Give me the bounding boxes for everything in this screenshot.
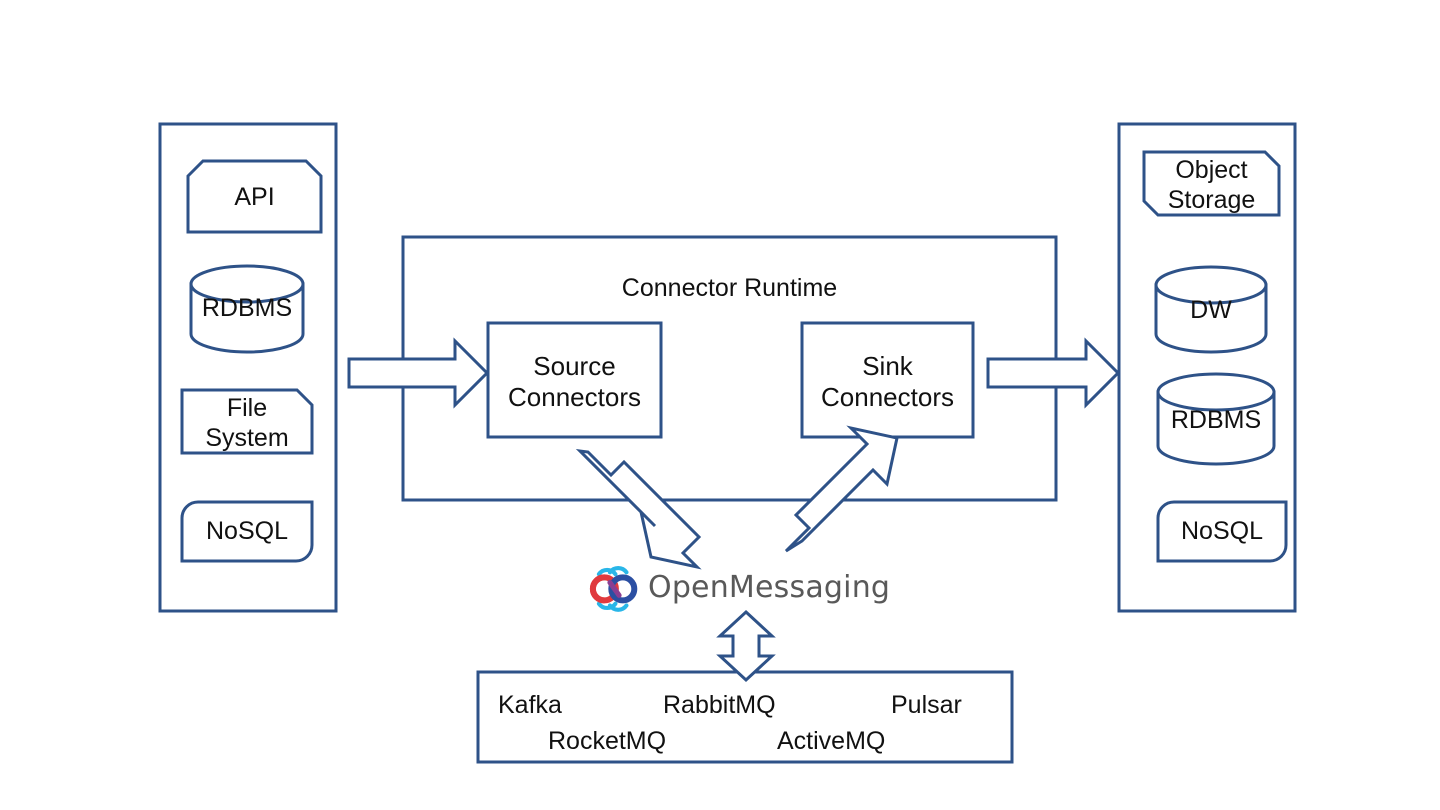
mq-systems-frame [476, 670, 1014, 764]
shape-api [186, 159, 323, 234]
arrow-source-to-runtime [347, 337, 490, 409]
sink-connectors-box [800, 321, 975, 439]
openmessaging-infinity-logo [589, 566, 638, 612]
shape-rdbms-sink [1156, 372, 1276, 466]
openmessaging-wordmark: OpenMessaging [648, 570, 891, 605]
arrow-double-vertical [716, 609, 776, 683]
shape-object-storage [1142, 150, 1281, 217]
shape-nosql-sink [1156, 500, 1288, 563]
source-connectors-box [486, 321, 663, 439]
shape-nosql-source [180, 500, 314, 563]
shape-dw [1154, 265, 1268, 354]
arrow-source-to-messaging [575, 448, 702, 570]
shape-rdbms-source [189, 264, 305, 354]
arrow-messaging-to-sink [784, 425, 899, 553]
shape-file-system [180, 388, 314, 455]
arrow-runtime-to-sink [986, 337, 1121, 409]
